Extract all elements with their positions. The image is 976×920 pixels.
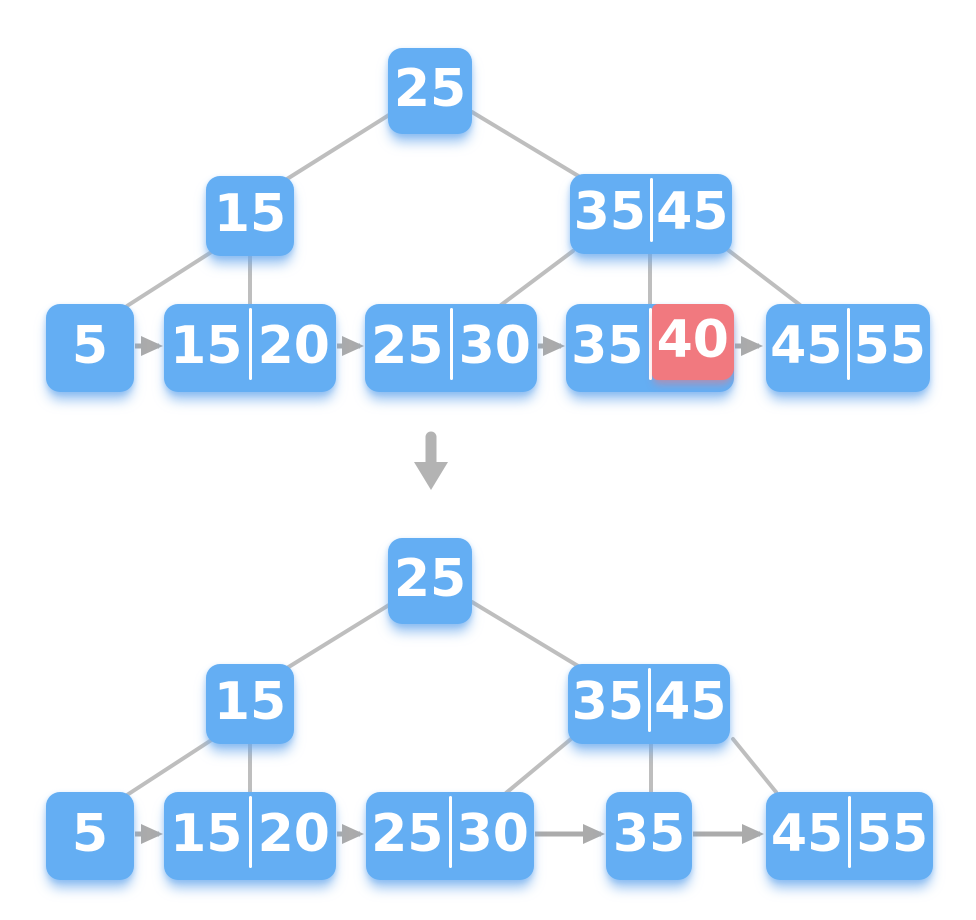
after-leaf-node-35: 35 <box>606 792 692 880</box>
key-cell: 35 <box>571 316 644 376</box>
after-leaf-node-45-55: 45 55 <box>766 792 933 880</box>
tree-edge <box>125 737 215 797</box>
before-leaf-node-15-20: 15 20 <box>164 304 336 392</box>
key-cell: 45 <box>770 804 844 864</box>
key-divider <box>647 668 651 732</box>
before-internal-right-node: 35 45 <box>570 174 732 254</box>
key-cell: 35 <box>571 672 644 732</box>
tree-edge <box>470 110 582 179</box>
before-leaf-node-35-40: 35 40 <box>566 304 734 392</box>
tree-edge <box>285 603 391 670</box>
key-cell: 30 <box>458 316 531 376</box>
key-cell: 25 <box>393 549 467 609</box>
key-cell: 30 <box>456 804 529 864</box>
before-root-node: 25 <box>388 48 472 134</box>
key-cell: 35 <box>612 804 686 864</box>
key-divider <box>448 796 452 868</box>
before-internal-left-node: 15 <box>206 176 294 256</box>
transition-down-arrow-icon <box>414 431 448 490</box>
key-cell: 45 <box>770 316 843 376</box>
after-internal-left-node: 15 <box>206 664 294 744</box>
key-cell: 5 <box>71 804 109 864</box>
after-internal-right-node: 35 45 <box>568 664 730 744</box>
tree-edge <box>470 600 580 668</box>
key-cell: 20 <box>257 804 330 864</box>
tree-edge <box>499 249 575 307</box>
key-divider <box>248 796 252 868</box>
key-cell-highlighted-delete-target: 40 <box>651 304 734 380</box>
after-root-node: 25 <box>388 538 472 624</box>
key-cell: 55 <box>855 804 929 864</box>
tree-before-edges <box>125 110 802 312</box>
key-cell: 25 <box>371 804 444 864</box>
key-divider <box>649 178 653 242</box>
key-divider <box>848 796 851 868</box>
tree-edge <box>285 113 391 181</box>
key-cell: 45 <box>654 672 727 732</box>
tree-edge <box>726 248 802 307</box>
key-cell: 20 <box>257 316 330 376</box>
after-leaf-node-25-30: 25 30 <box>366 792 534 880</box>
tree-edge <box>125 249 215 308</box>
key-cell: 15 <box>170 316 243 376</box>
key-cell: 35 <box>573 182 646 242</box>
key-divider <box>449 308 453 380</box>
key-divider <box>648 308 652 380</box>
key-divider <box>248 308 252 380</box>
key-cell: 55 <box>853 316 926 376</box>
key-cell: 15 <box>213 672 287 732</box>
before-leaf-node-45-55: 45 55 <box>766 304 930 392</box>
tree-edge <box>504 737 573 795</box>
key-divider <box>846 308 850 380</box>
before-leaf-node-5: 5 <box>46 304 134 392</box>
key-cell: 25 <box>371 316 444 376</box>
tree-after-edges <box>125 600 778 799</box>
before-leaf-node-25-30: 25 30 <box>365 304 537 392</box>
key-cell: 45 <box>656 182 729 242</box>
key-cell: 25 <box>393 59 467 119</box>
after-leaf-node-15-20: 15 20 <box>164 792 336 880</box>
key-cell: 15 <box>213 184 287 244</box>
after-leaf-node-5: 5 <box>46 792 134 880</box>
key-cell: 15 <box>170 804 243 864</box>
tree-edge <box>731 737 778 794</box>
key-cell: 5 <box>71 316 109 376</box>
